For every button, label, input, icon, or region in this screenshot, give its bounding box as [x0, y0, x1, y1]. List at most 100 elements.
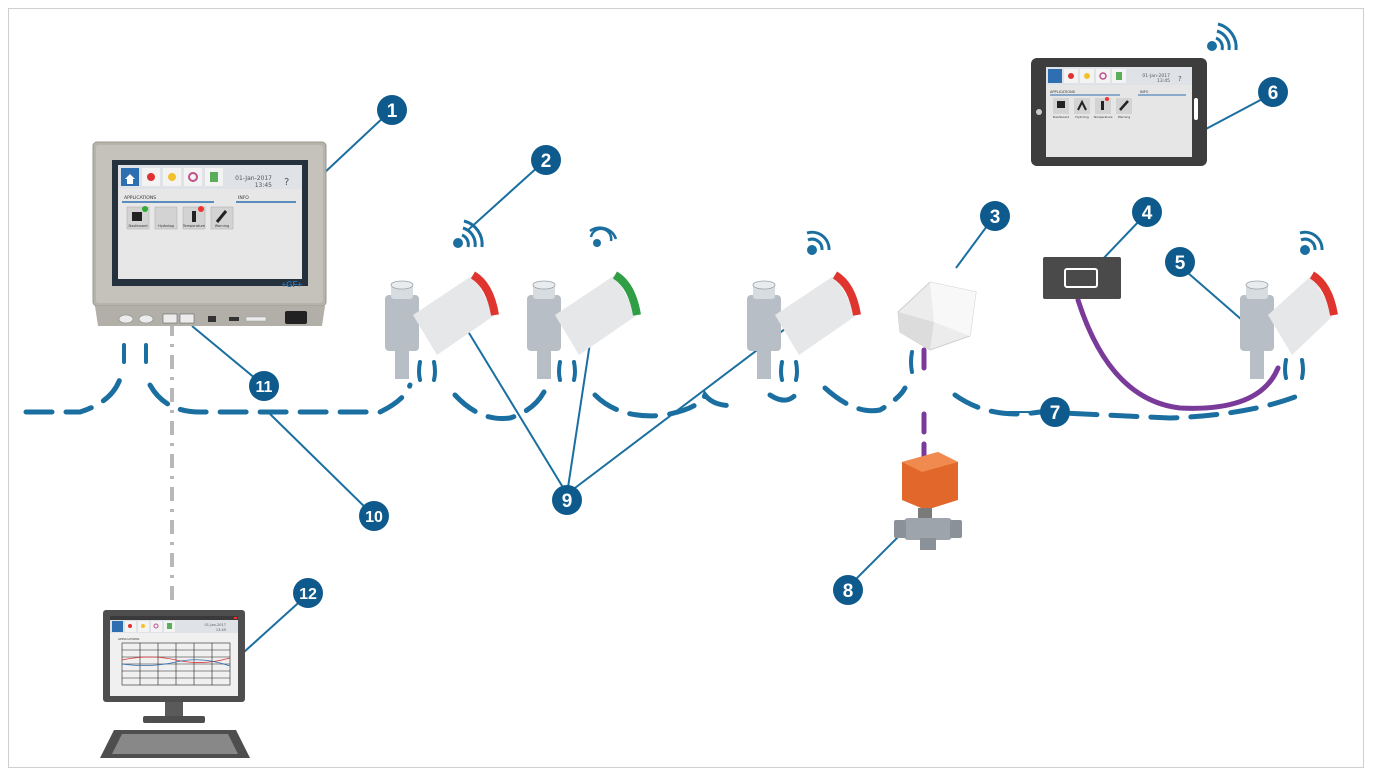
connector-port	[138, 314, 154, 324]
tablet-app-label: Temperature	[1092, 115, 1112, 119]
document-icon	[167, 623, 172, 629]
hydrolog-icon	[1077, 99, 1087, 111]
bluetooth-wifi-icon	[453, 219, 484, 248]
bluetooth-wifi-icon	[1207, 22, 1238, 51]
wrench-icon	[215, 210, 228, 223]
dashboard-icon	[1057, 101, 1065, 108]
document-icon	[1116, 72, 1122, 80]
home-icon	[125, 174, 135, 184]
panel-help: ?	[284, 177, 289, 188]
wireless-signal-icon	[806, 230, 831, 255]
valve-actuator	[894, 452, 962, 550]
svg-text:7: 7	[1050, 403, 1061, 424]
callout-5: 5	[1165, 247, 1195, 277]
desktop-computer: 01-Jan-2017 13:45 APPLICATIONS	[100, 610, 250, 758]
panel-app-label: Dashboard	[129, 224, 148, 228]
pc-time: 13:45	[216, 628, 226, 632]
panel-section-left: APPLICATIONS	[124, 195, 156, 201]
pc-section-left: APPLICATIONS	[118, 637, 139, 641]
usb-port	[208, 316, 216, 322]
flow-sensor-1	[385, 271, 499, 379]
ethernet-port	[162, 313, 178, 324]
sun-icon	[168, 173, 176, 181]
control-box	[1043, 257, 1121, 299]
callout-1: 1	[377, 95, 407, 125]
tablet-help: ?	[1178, 75, 1182, 83]
gear-icon	[1099, 72, 1107, 80]
wireless-signal-icon	[1299, 230, 1324, 255]
svg-text:8: 8	[843, 581, 854, 602]
dashboard-icon	[132, 212, 142, 221]
fieldbus-line	[23, 367, 1303, 422]
sd-slot	[245, 316, 267, 322]
wireless-signal-icon	[589, 226, 618, 247]
sun-icon	[1084, 73, 1090, 79]
callout-11: 11	[249, 371, 279, 401]
svg-text:6: 6	[1268, 83, 1279, 104]
tablet-app-label: Warning	[1118, 115, 1130, 119]
tablet-section-left: APPLICATIONS	[1050, 90, 1076, 94]
cable-lines	[921, 297, 1281, 463]
thermometer-icon	[1101, 101, 1104, 110]
flow-sensor-3	[747, 271, 861, 379]
alert-dot	[198, 206, 204, 212]
tablet: 01-Jan-2017 13:45 ? APPLICATIONS INFO Da…	[1031, 58, 1207, 166]
transmitter-cube	[897, 281, 977, 351]
document-icon	[210, 172, 218, 182]
usb-port	[229, 317, 239, 321]
status-ok-dot	[142, 206, 148, 212]
tablet-app-label: Hydrolog	[1075, 115, 1089, 119]
svg-text:5: 5	[1175, 253, 1186, 274]
wireless-icons	[453, 22, 1324, 255]
tablet-app-label: Dashboard	[1053, 115, 1069, 119]
callout-8: 8	[833, 575, 863, 605]
panel-section-right: INFO	[238, 195, 249, 201]
connector-port	[118, 314, 134, 324]
transfer-icon	[1068, 73, 1074, 79]
callout-6: 6	[1258, 77, 1288, 107]
flow-sensor-2	[527, 271, 641, 379]
alert-dot	[1105, 97, 1109, 101]
callout-4: 4	[1132, 197, 1162, 227]
callout-3: 3	[980, 201, 1010, 231]
tablet-section-right: INFO	[1140, 90, 1149, 94]
panel-app-label: Hydrolog	[158, 224, 174, 228]
sun-icon	[141, 624, 145, 628]
thermometer-icon	[192, 211, 196, 222]
panel-app-tiles: Dashboard Hydrolog Temperature Warning	[126, 206, 234, 230]
pc-date: 01-Jan-2017	[205, 623, 226, 627]
wireless-ripples	[122, 343, 1305, 382]
callout-9: 9	[552, 485, 582, 515]
panel-brand-logo: +GF+	[282, 280, 303, 289]
svg-text:1: 1	[387, 101, 398, 122]
svg-text:4: 4	[1142, 203, 1153, 224]
svg-text:11: 11	[256, 379, 273, 396]
transfer-icon	[128, 624, 132, 628]
gear-icon	[153, 623, 159, 629]
gear-icon	[188, 172, 198, 182]
callout-12: 12	[293, 578, 323, 608]
panel-time: 13:45	[255, 182, 272, 189]
pc-trend-table	[121, 642, 231, 686]
power-socket	[285, 311, 307, 324]
svg-text:12: 12	[299, 586, 317, 603]
svg-text:3: 3	[990, 207, 1001, 228]
callout-10: 10	[359, 501, 389, 531]
callout-badges: 1 2 3 4 5 6 7 8 9 10 11 12	[249, 77, 1288, 608]
callout-7: 7	[1040, 397, 1070, 427]
tablet-date: 01-Jan-2017	[1142, 73, 1170, 79]
flow-sensor-5	[1240, 271, 1338, 379]
svg-text:9: 9	[562, 491, 573, 512]
ethernet-port	[179, 313, 195, 324]
leader-lines	[191, 95, 1269, 653]
tablet-time: 13:45	[1157, 78, 1170, 84]
wrench-icon	[1119, 100, 1129, 111]
panel-app-label: Temperature	[182, 224, 205, 228]
panel-app-label: Warning	[215, 224, 229, 228]
callout-2: 2	[531, 145, 561, 175]
panel-date: 01-Jan-2017	[235, 175, 272, 182]
svg-text:2: 2	[541, 151, 552, 172]
svg-text:10: 10	[365, 509, 383, 526]
